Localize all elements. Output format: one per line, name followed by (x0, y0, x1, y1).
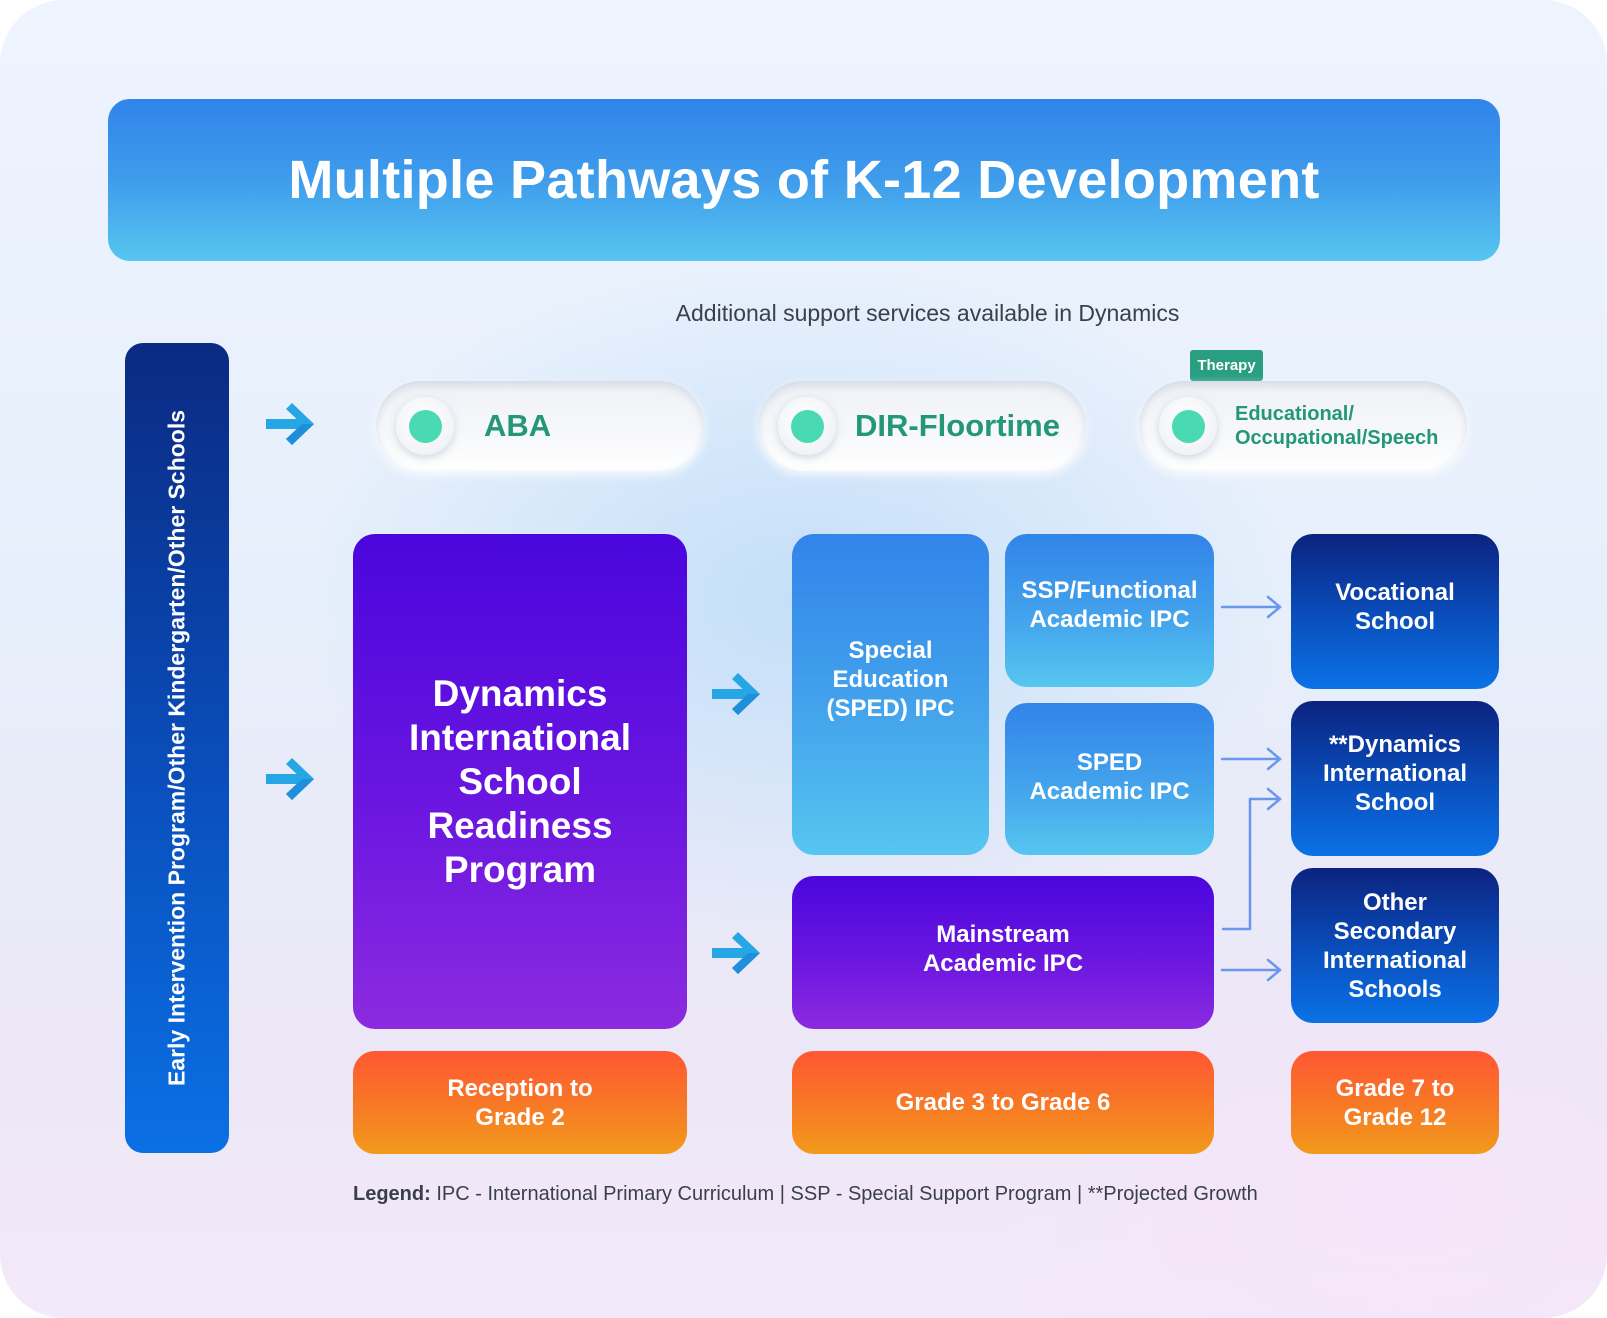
title-banner: Multiple Pathways of K-12 Development (108, 99, 1500, 261)
sped-ipc-label: Special Education (SPED) IPC (826, 637, 955, 722)
legend: Legend: IPC - International Primary Curr… (353, 1183, 1258, 1206)
connector-ssp-to-vocational (1220, 595, 1282, 619)
grade-level-box: Reception to Grade 2 (353, 1051, 687, 1154)
entry-source-bar: Early Intervention Program/Other Kinderg… (125, 343, 229, 1153)
grade-level-label: Grade 7 to Grade 12 (1335, 1074, 1455, 1131)
grade-level-box: Grade 3 to Grade 6 (792, 1051, 1214, 1154)
toggle-dot-icon (791, 410, 824, 443)
grade-level-box: Grade 7 to Grade 12 (1291, 1051, 1499, 1154)
toggle-knob (396, 397, 454, 455)
sped-ipc-box: Special Education (SPED) IPC (792, 534, 989, 855)
arrow-right-icon (712, 673, 760, 715)
vocational-school-label: Vocational School (1335, 578, 1455, 635)
toggle-knob (1159, 397, 1217, 455)
arrow-right-icon (266, 758, 314, 800)
readiness-program-label: Dynamics International School Readiness … (408, 672, 632, 890)
grade-level-label: Reception to Grade 2 (447, 1074, 593, 1131)
legend-text: IPC - International Primary Curriculum |… (430, 1183, 1258, 1205)
ssp-functional-ipc-label: SSP/Functional Academic IPC (1021, 576, 1198, 633)
dynamics-international-school-box: **Dynamics International School (1291, 701, 1499, 856)
therapy-tag: Therapy (1190, 350, 1263, 381)
service-label: Educational/ Occupational/Speech (1235, 403, 1439, 449)
service-label: DIR-Floortime (855, 408, 1060, 443)
dynamics-international-school-label: **Dynamics International School (1322, 731, 1467, 816)
connector-mainstream-to-dynamics (1221, 787, 1282, 931)
service-label: ABA (484, 408, 552, 443)
connector-sped-to-dynamics (1220, 747, 1282, 771)
toggle-dot-icon (409, 410, 442, 443)
entry-source-label: Early Intervention Program/Other Kinderg… (163, 409, 190, 1087)
sped-academic-ipc-label: SPED Academic IPC (1029, 749, 1190, 805)
ssp-functional-ipc-box: SSP/Functional Academic IPC (1005, 534, 1214, 687)
vocational-school-box: Vocational School (1291, 534, 1499, 689)
readiness-program-box: Dynamics International School Readiness … (353, 534, 687, 1029)
service-pill-dir-floortime: DIR-Floortime (758, 381, 1086, 471)
connector-mainstream-to-other (1220, 958, 1282, 982)
arrow-right-icon (266, 403, 314, 445)
toggle-knob (778, 397, 836, 455)
sped-academic-ipc-box: SPED Academic IPC (1005, 703, 1214, 855)
legend-label: Legend: (353, 1183, 431, 1205)
mainstream-ipc-box: Mainstream Academic IPC (792, 876, 1214, 1029)
service-pill-aba: ABA (376, 381, 704, 471)
other-secondary-schools-box: Other Secondary International Schools (1291, 868, 1499, 1023)
support-services-heading: Additional support services available in… (675, 300, 1180, 326)
mainstream-ipc-label: Mainstream Academic IPC (922, 920, 1084, 977)
toggle-dot-icon (1172, 410, 1205, 443)
grade-level-label: Grade 3 to Grade 6 (895, 1089, 1111, 1116)
page-title: Multiple Pathways of K-12 Development (288, 150, 1320, 210)
arrow-right-icon (712, 932, 760, 974)
other-secondary-schools-label: Other Secondary International Schools (1322, 888, 1467, 1003)
service-pill-therapy: Educational/ Occupational/Speech (1139, 381, 1467, 471)
